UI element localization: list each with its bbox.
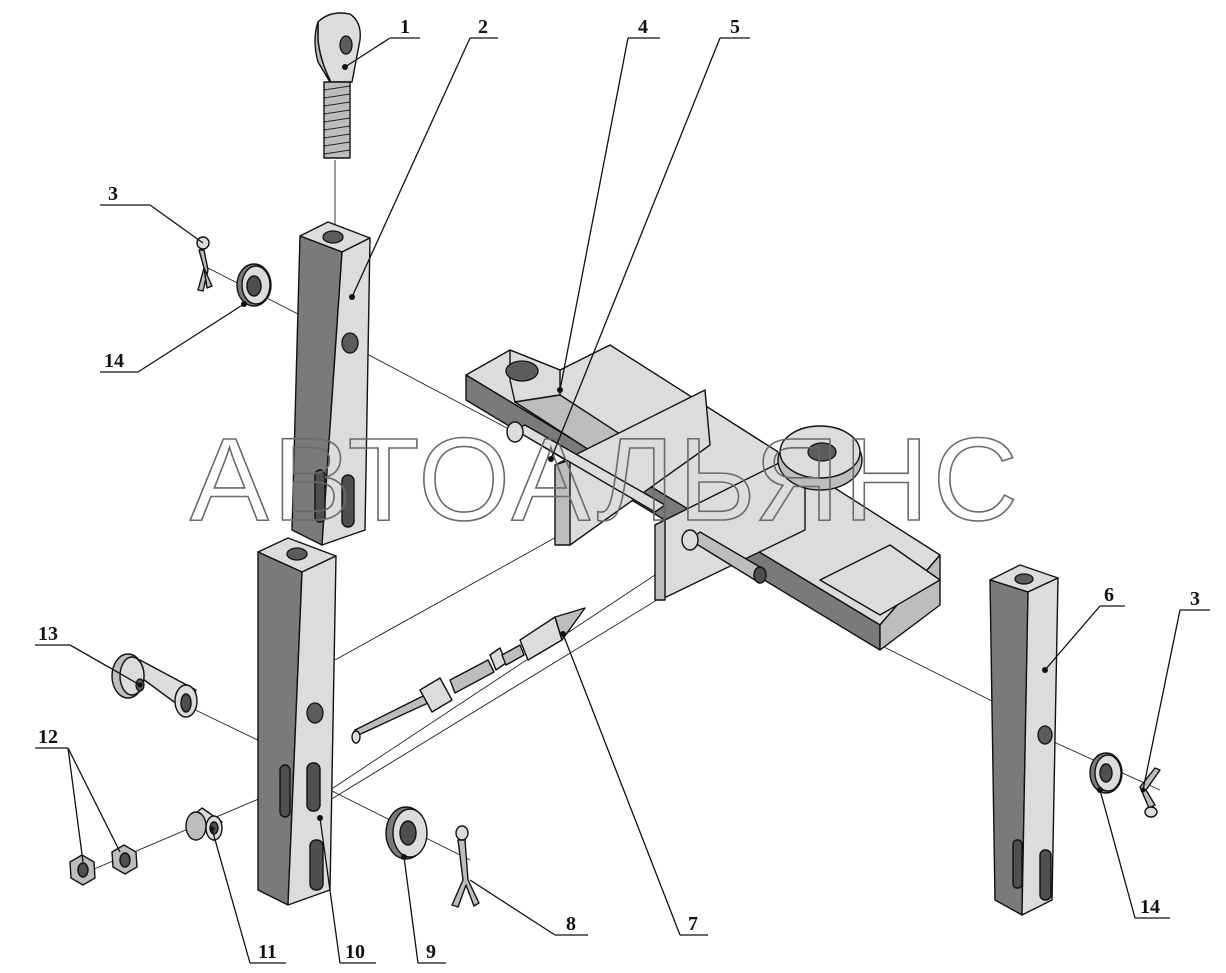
part-1-eye-bolt xyxy=(314,12,361,159)
callout-label-2: 2 xyxy=(478,16,488,38)
callout-label-14-right: 14 xyxy=(1140,896,1160,918)
part-4-bracket xyxy=(465,344,941,651)
callout-label-9: 9 xyxy=(426,941,436,963)
callout-label-4: 4 xyxy=(638,16,648,38)
callout-7: 7 xyxy=(562,633,708,936)
callout-label-12: 12 xyxy=(38,726,58,748)
callout-label-8: 8 xyxy=(566,913,576,935)
callout-label-10: 10 xyxy=(345,941,365,963)
callout-5: 5 xyxy=(550,16,750,460)
callout-13: 13 xyxy=(35,623,141,686)
part-7-turnbuckle-rod xyxy=(351,607,586,744)
callout-14-right: 14 xyxy=(1099,789,1170,919)
watermark-text: АВТОАЛЬЯНС xyxy=(190,414,1022,546)
part-8-cotter-pin xyxy=(451,825,480,908)
part-3-cotter-pin-left xyxy=(196,236,213,292)
callout-3-right: 3 xyxy=(1142,588,1210,791)
callout-label-5: 5 xyxy=(730,16,740,38)
callout-4: 4 xyxy=(559,16,660,391)
callout-10: 10 xyxy=(319,817,376,964)
callout-12: 12 xyxy=(35,726,121,863)
callout-8: 8 xyxy=(469,879,588,936)
callout-label-14-left: 14 xyxy=(104,350,124,372)
part-6-right-bar xyxy=(989,564,1059,916)
part-9-washer xyxy=(385,806,428,860)
callout-label-11: 11 xyxy=(258,941,277,963)
callout-9: 9 xyxy=(403,856,446,964)
callout-label-3-right: 3 xyxy=(1190,588,1200,610)
callout-label-7: 7 xyxy=(688,913,698,935)
callout-11: 11 xyxy=(211,828,286,964)
callout-label-13: 13 xyxy=(38,623,58,645)
callout-14-left: 14 xyxy=(100,303,245,373)
callout-label-6: 6 xyxy=(1104,584,1114,606)
callout-label-3-left: 3 xyxy=(108,183,118,205)
part-14-washer-left xyxy=(236,263,272,307)
part-13-headed-pin xyxy=(111,653,198,718)
callout-1: 1 xyxy=(344,16,420,68)
part-12-nuts xyxy=(69,844,138,886)
part-11-bushing xyxy=(185,807,223,841)
callout-3-left: 3 xyxy=(100,183,204,244)
callout-label-1: 1 xyxy=(400,16,410,38)
callout-6: 6 xyxy=(1044,584,1125,671)
part-14-washer-right xyxy=(1089,752,1123,794)
part-10-lower-bar xyxy=(257,537,337,906)
part-3-cotter-pin-right xyxy=(1139,767,1161,818)
callout-2: 2 xyxy=(351,16,498,298)
part-2-upper-bar xyxy=(291,221,371,546)
assembly-axis-lines xyxy=(79,160,1161,876)
